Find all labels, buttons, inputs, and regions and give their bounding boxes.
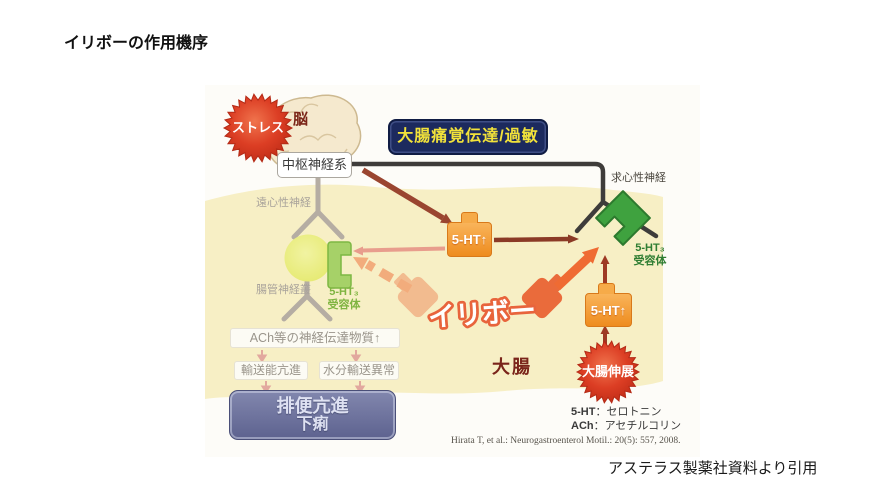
5ht-box-1-tab [461,212,478,223]
afferent-nerve-label: 求心性神経 [611,172,666,184]
stress-burst [222,93,294,163]
ht3-receptor-left-label: 5-HT₃ 受容体 [327,286,361,311]
efferent-nerve-label: 遠心性神経 [256,197,311,209]
drug-to-right-receptor-arrowhead [581,247,599,264]
mechanism-diagram: イリボー ストレス 脳 大腸痛覚伝達/過敏 中枢神経系 求心性神経 遠心性神経 … [205,85,700,457]
efferent-nerve-line [281,175,345,322]
water-transport-box: 水分輸送異常 [319,361,399,380]
distension-burst [575,340,641,404]
ht3-receptor-right-label: 5-HT₃ 受容体 [633,242,667,267]
brain-label: 脳 [293,111,309,128]
drug-to-right-receptor-arrow [553,253,593,291]
drug-to-left-receptor-arrow [364,260,413,293]
ach-neurotransmitter-box: ACh等の神経伝達物質↑ [230,328,400,348]
5ht2-to-receptor-arrowhead [600,255,610,264]
5ht-box-2-tab [598,283,615,294]
legend: 5-HT：セロトニン ACh：アセチルコリン [571,405,681,433]
5ht-to-right-receptor-arrow [493,236,570,243]
5ht-box-1: 5-HT↑ [447,222,492,257]
pain-transmission-banner: 大腸痛覚伝達/過敏 [388,119,548,155]
drug-to-left-receptor-arrowhead [353,257,369,270]
5ht-to-left-receptor-arrowhead [353,246,363,256]
5ht-to-left-receptor-arrow [361,246,446,253]
5ht-box-2: 5-HT↑ [585,293,632,327]
enteric-plexus-circle [284,234,332,282]
page-title: イリボーの作用機序 [64,35,209,52]
cns-to-5ht-arrow [361,167,445,221]
distension-label: 大腸伸展 [581,364,634,379]
defecation-diarrhea-box: 排便亢進 下痢 [229,390,396,440]
5ht-to-right-receptor-arrowhead [568,234,579,244]
enteric-plexus-label: 腸管神経叢 [256,284,311,296]
cns-to-5ht-arrowhead [440,213,453,224]
legend-line-serotonin: 5-HT：セロトニン [571,406,662,418]
ht3-receptor-right [595,190,651,246]
source-attribution: アステラス製薬社資料より引用 [608,460,818,477]
ht3-receptor-left [327,241,352,289]
citation: Hirata T, et al.: Neurogastroenterol Mot… [451,436,681,446]
flow-mini-arrows [256,350,366,394]
transport-box: 輸送能亢進 [234,361,308,380]
legend-line-ach: ACh：アセチルコリン [571,420,682,432]
colon-label: 大腸 [492,357,532,377]
cns-box: 中枢神経系 [277,152,352,178]
stress-label: ストレス [231,120,284,135]
distension-to-5ht-arrowhead [600,325,610,334]
